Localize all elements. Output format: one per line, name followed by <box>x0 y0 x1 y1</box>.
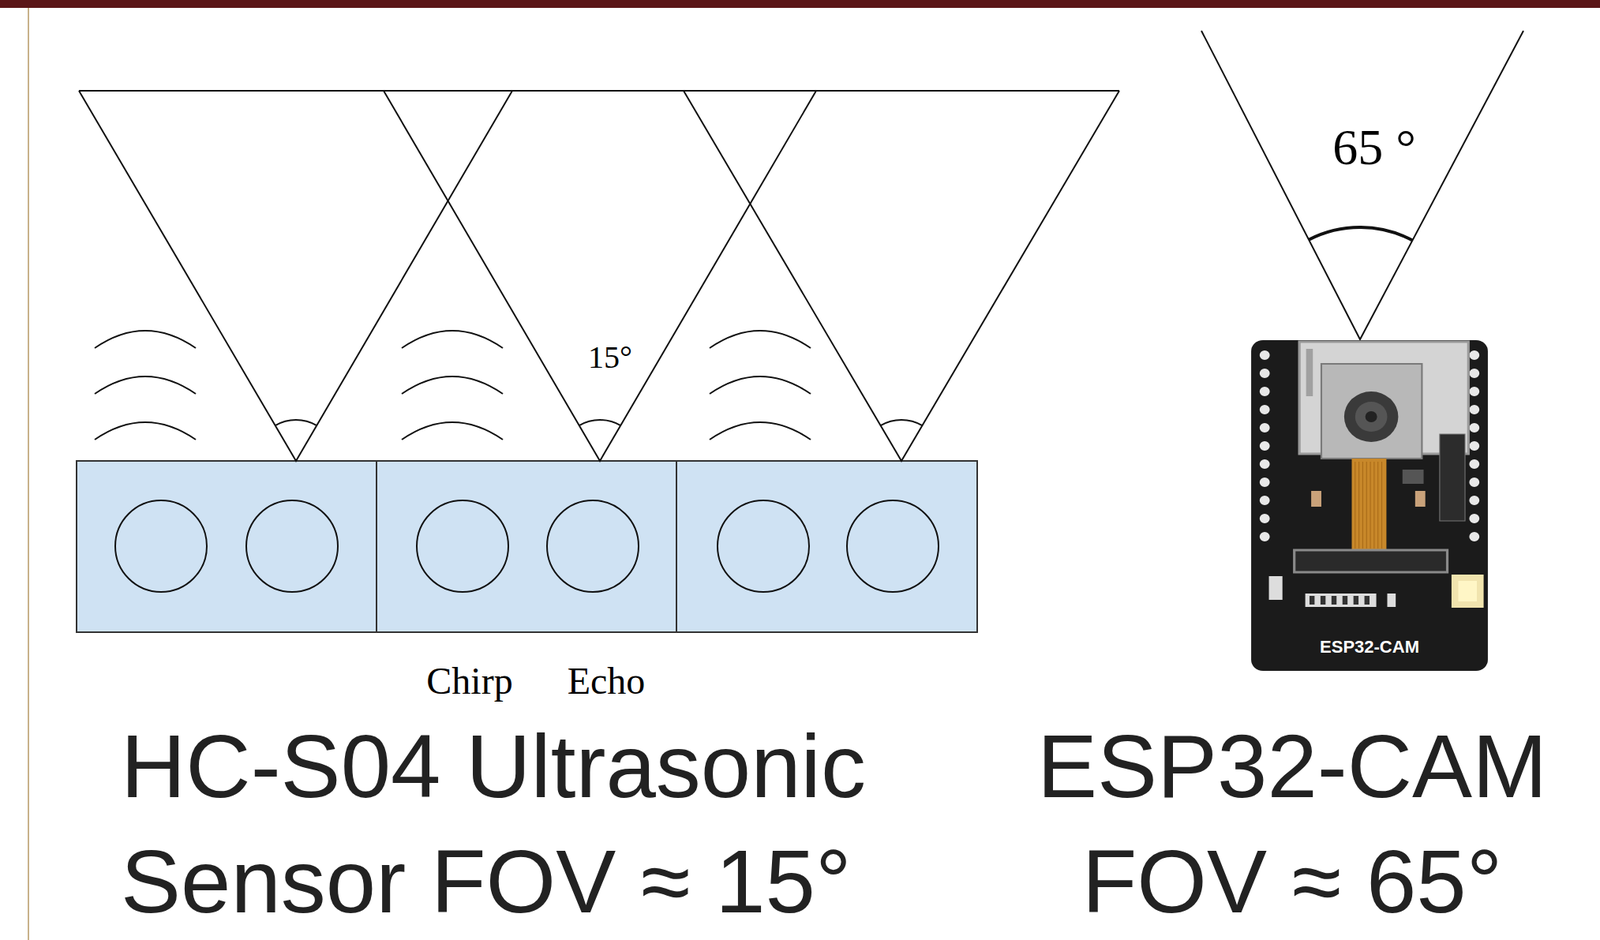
sensor-caption: HC-S04 Ultrasonic Sensor FOV ≈ 15° <box>120 708 990 940</box>
sound-waves <box>94 330 811 440</box>
board-photo <box>1250 339 1489 672</box>
camera-caption: ESP32-CAM FOV ≈ 65° <box>1015 708 1569 940</box>
sensor-array <box>76 460 978 633</box>
fov-cones <box>78 30 1524 461</box>
side-rule <box>27 7 30 940</box>
board-silkscreen: ESP32-CAM <box>1250 636 1489 659</box>
angle-label: 65 ° <box>1332 118 1417 177</box>
camera-board: ESP32-CAM <box>1250 339 1489 672</box>
transducer-label: Echo <box>567 659 646 703</box>
top-bar <box>0 0 1600 8</box>
angle-label: 15° <box>588 338 633 376</box>
transducer-label: Chirp <box>426 659 513 703</box>
